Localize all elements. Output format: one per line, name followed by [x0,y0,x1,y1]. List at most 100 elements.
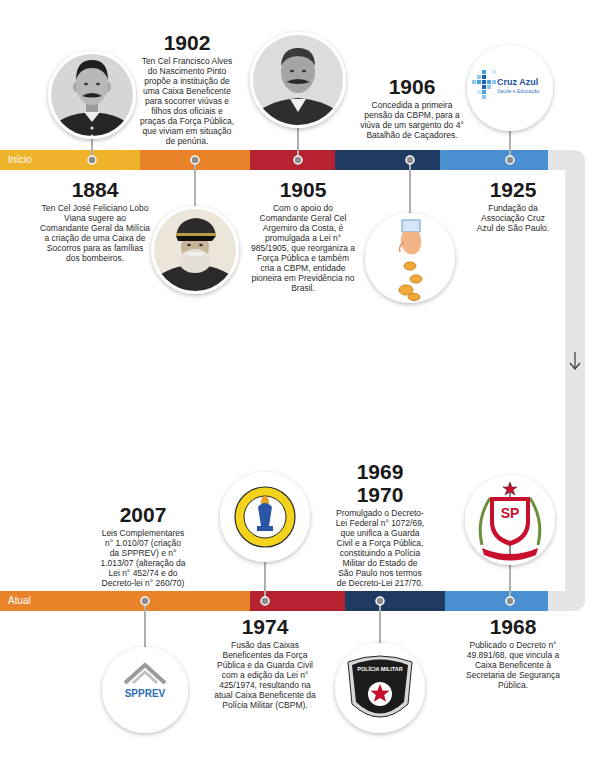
cruz-azul-logo-part [472,80,476,84]
stalk-dot-part [261,597,269,605]
portrait-photo-part-part [96,83,100,86]
logo-text: SPPREV [125,689,166,699]
event-year: 1906 [360,75,464,98]
timeline-bar-top-part [250,150,335,170]
pm-badge-part-part [348,656,412,717]
timeline-event: 1906Concedida a primeira pensão da CBPM,… [360,75,464,140]
cruz-azul-logo-part [477,75,481,79]
stalk-line-part [379,601,381,643]
spprev-logo-part [102,647,188,733]
portrait-photo-part-part [176,236,216,241]
cruz-azul-logo-part [477,80,481,84]
caixa-emblem-part [258,503,272,526]
stalk-dot-part [294,156,302,164]
stalk-dot-part [376,597,384,605]
timeline-event: 1884Ten Cel José Feliciano Lobo Viana su… [39,178,151,263]
portrait-photo [151,206,239,295]
stalk-dot-part [506,156,514,164]
portrait-photo-part [151,206,239,295]
stalk-line-part [409,160,411,213]
event-year: 2007 [100,503,186,526]
portrait-photo-part-part [179,249,211,273]
stalk-dot-part [406,156,414,164]
cruz-azul-logo-part [482,75,486,79]
coins-icon-part [402,220,420,232]
portrait-photo-part-part [84,112,100,122]
stalk-dot-part [88,156,96,164]
event-year: 1968 [461,615,565,638]
stalk-line [92,128,510,647]
spprev-logo-part [133,672,157,683]
stalk-line-part [264,562,266,601]
cruz-azul-logo [467,45,553,131]
portrait-photo-part-part [302,70,306,73]
event-description: Ten Cel Francisco Alves do Nascimento Pi… [139,56,235,146]
timeline-event: 1968Publicado o Decreto n° 49.891/68, qu… [461,615,565,690]
event-year: 1884 [39,178,151,201]
timeline-event: 1969 1970Promulgado o Decreto-Lei Federa… [334,460,426,588]
timeline-bar-top-part [0,150,140,170]
caixa-emblem-part [220,472,310,562]
caixa-emblem [220,472,310,562]
stalk-dot-part [191,156,199,164]
stalk-dot-part [141,597,149,605]
portrait-photo-part-part [183,252,207,256]
down-arrow-part [570,363,580,369]
cruz-azul-logo-part [492,70,496,74]
event-description: Fundação da Associação Cruz Azul de São … [473,203,553,233]
portrait-photo-part-part [151,206,239,294]
portrait-photo-part-part [76,60,108,80]
portrait-photo-part [151,206,239,294]
cruz-azul-logo-part [482,90,486,94]
stalk-line-part [194,160,196,206]
portrait-photo-part-part [176,218,216,236]
bar-label: Início [8,155,32,165]
portrait-photo-part-part [187,244,191,246]
sp-coat-of-arms-part [482,548,538,561]
spprev-logo [102,647,188,733]
pm-badge [335,643,425,733]
portrait-photo-part-part [84,83,88,86]
sp-coat-of-arms [465,475,555,565]
portrait-photo-part-part [281,48,315,66]
stalk-line-part [297,128,299,160]
timeline-bar-top-part [440,150,548,170]
pm-badge-part [348,656,412,717]
event-year: 1902 [139,31,235,54]
timeline-event: 2007Leis Complementares n° 1.010/07 (cri… [100,503,186,588]
sp-coat-of-arms-part [503,482,517,495]
sp-coat-of-arms-part [465,475,555,565]
portrait-photo-part-part [290,70,294,73]
event-year: 1974 [211,615,319,638]
portrait-photo-part-part [48,112,136,145]
logo-text: Cruz Azul [497,78,538,87]
spprev-logo-part [125,665,165,683]
pm-badge-part-part [368,682,392,706]
event-year: 1969 1970 [350,460,410,506]
coins-icon-part [365,213,455,303]
cruz-azul-logo-part [482,80,486,84]
cruz-azul-logo-part [477,90,481,94]
coins-icon-part [408,294,420,301]
cruz-azul-logo-part [492,80,496,84]
down-arrow [570,352,580,369]
stalk-line-part [144,601,146,647]
timeline-bar-bottom [0,591,548,611]
portrait-photo-part-part [290,99,306,112]
timeline-bar-bottom-part [345,591,445,611]
sp-coat-of-arms-part [480,498,490,545]
coins-icon-part [404,262,416,270]
event-description: Publicado o Decreto n° 49.891/68, que vi… [461,640,565,690]
sp-coat-of-arms-part [494,501,526,541]
portrait-photo-part-part [250,32,346,128]
portrait-photo [48,51,136,145]
coins-icon-part [410,275,422,283]
pm-badge-part [335,643,425,733]
caixa-emblem-part [257,526,273,531]
event-year: 1905 [251,178,355,201]
coins-icon [365,213,455,303]
event-description: Fusão das Caixas Beneficentes da Força P… [211,640,319,710]
pm-badge-part-part [371,684,390,702]
coins-icon-part [400,242,405,252]
portrait-photo-part-part [90,126,93,129]
